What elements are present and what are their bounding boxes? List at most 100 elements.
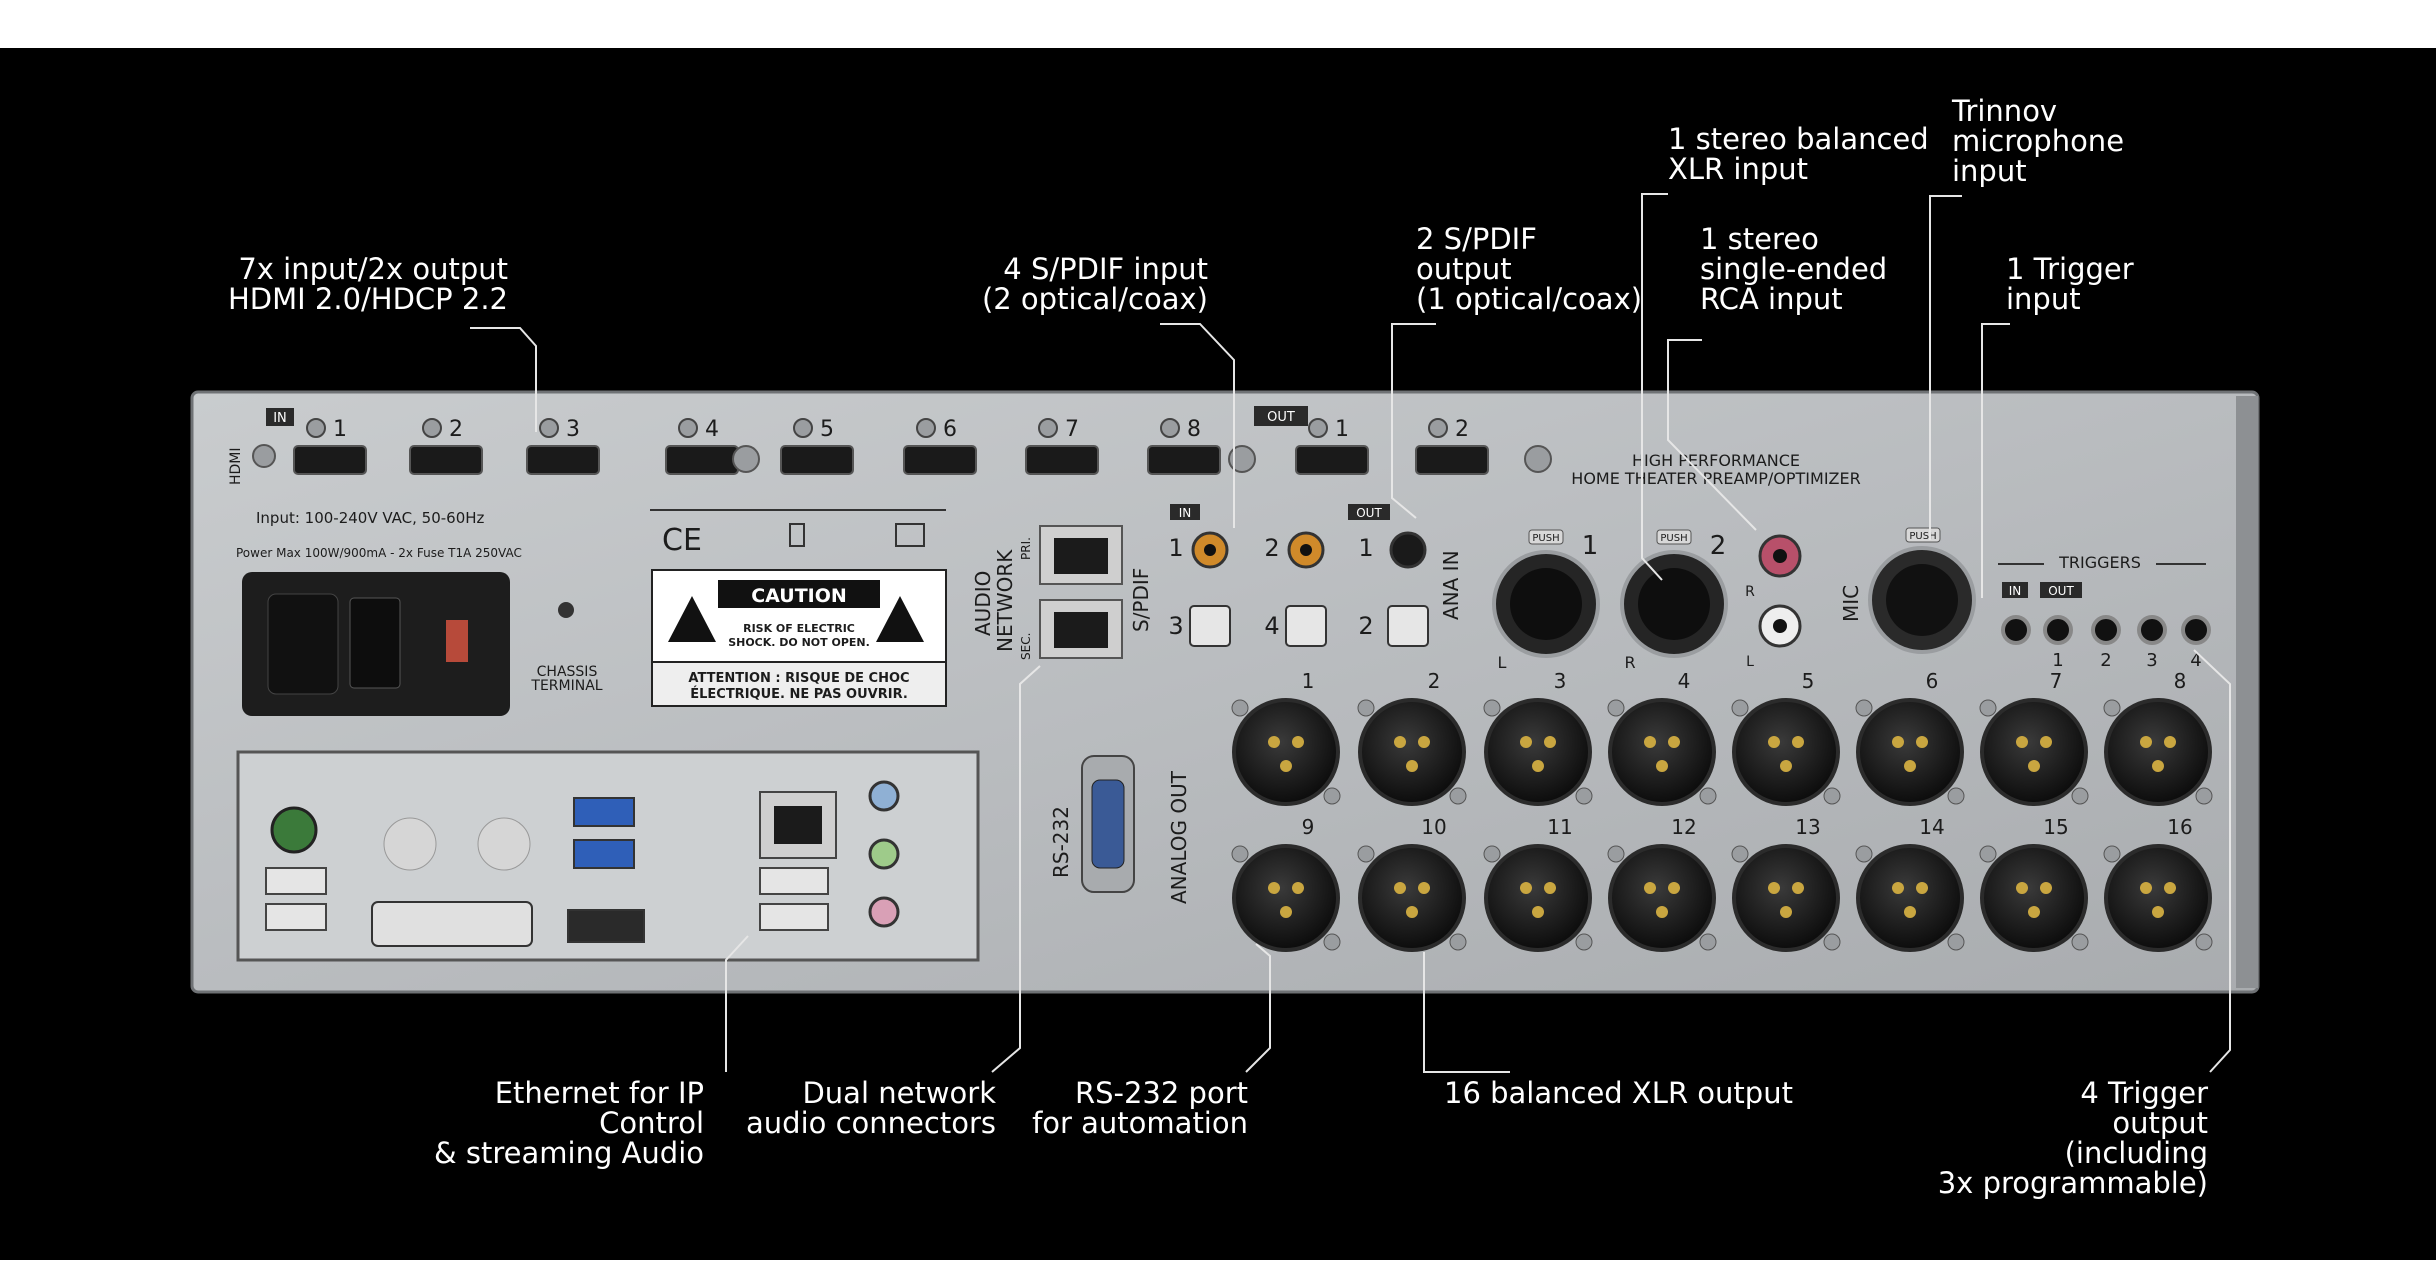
xlr-output-3[interactable] xyxy=(1484,698,1592,806)
power-switch[interactable] xyxy=(349,597,401,689)
brand-line-2: HOME THEATER PREAMP/OPTIMIZER xyxy=(1571,469,1860,488)
xlr-output-8[interactable] xyxy=(2104,698,2212,806)
xlr-pin-icon xyxy=(1780,760,1792,772)
xlr-output-10[interactable] xyxy=(1358,844,1466,952)
ps2-port[interactable] xyxy=(270,806,318,854)
usb-port[interactable] xyxy=(759,903,829,931)
screw-icon xyxy=(1575,787,1593,805)
hdmi-input-3[interactable] xyxy=(526,445,600,475)
xlr-output-11[interactable] xyxy=(1484,844,1592,952)
xlr-output-5[interactable] xyxy=(1732,698,1840,806)
screw-icon xyxy=(1575,933,1593,951)
hdmi-input-4[interactable] xyxy=(665,445,739,475)
trigger-output-1[interactable] xyxy=(2043,615,2073,645)
xlr-pin-icon xyxy=(1904,906,1916,918)
xlr-pin-icon xyxy=(2028,760,2040,772)
xlr-pin-icon xyxy=(2040,882,2052,894)
xlr-output-15[interactable] xyxy=(1980,844,2088,952)
attention-line-2: ÉLECTRIQUE. NE PAS OUVRIR. xyxy=(690,686,908,702)
xlr-output-number: 1 xyxy=(1302,669,1315,693)
callout-xlr-out: 16 balanced XLR output xyxy=(1444,1076,1793,1110)
trigger-input[interactable] xyxy=(2001,615,2031,645)
dvi-port[interactable] xyxy=(371,901,533,947)
xlr-pin-icon xyxy=(1406,906,1418,918)
xlr-output-7[interactable] xyxy=(1980,698,2088,806)
xlr-output-9[interactable] xyxy=(1232,844,1340,952)
screw-icon xyxy=(306,418,326,438)
screw-icon xyxy=(1607,845,1625,863)
xlr-output-14[interactable] xyxy=(1856,844,1964,952)
callout-mic: Trinnov microphone input xyxy=(1952,94,2125,188)
screw-icon xyxy=(1979,699,1997,717)
usb3-port[interactable] xyxy=(573,797,635,827)
rj45-icon xyxy=(1054,612,1108,648)
screw-icon xyxy=(1038,418,1058,438)
chassis-label-1: CHASSIS xyxy=(537,664,598,680)
callout-spdif-out: 2 S/PDIF output (1 optical/coax) xyxy=(1416,222,1643,316)
screw-icon xyxy=(1160,418,1180,438)
spdif-coax-output-1[interactable] xyxy=(1389,531,1427,569)
leader-dual-network xyxy=(991,665,1041,1073)
audio-jack-green[interactable] xyxy=(868,838,900,870)
leader-rs232 xyxy=(1245,943,1271,1073)
xlr-output-13[interactable] xyxy=(1732,844,1840,952)
rca-center-icon xyxy=(1300,544,1312,556)
xlr-pin-icon xyxy=(1644,736,1656,748)
xlr-output-1[interactable] xyxy=(1232,698,1340,806)
trigger-output-3[interactable] xyxy=(2137,615,2167,645)
audio-jack-pink[interactable] xyxy=(868,896,900,928)
xlr-pin-icon xyxy=(1394,882,1406,894)
push-tab[interactable] xyxy=(1528,529,1564,545)
hdmi-input-7[interactable] xyxy=(1025,445,1099,475)
xlr-output-2[interactable] xyxy=(1358,698,1466,806)
hdmi-input-1[interactable] xyxy=(293,445,367,475)
spdif-out-badge: OUT xyxy=(1356,506,1382,520)
trigger-out-badge: OUT xyxy=(2048,584,2074,598)
hdmi-input-8[interactable] xyxy=(1147,445,1221,475)
xlr-pin-icon xyxy=(2152,906,2164,918)
xlr-output-12[interactable] xyxy=(1608,844,1716,952)
usb-port[interactable] xyxy=(265,903,327,931)
xlr-output-number: 2 xyxy=(1428,669,1441,693)
xlr-pin-icon xyxy=(1668,736,1680,748)
usb-port[interactable] xyxy=(759,867,829,895)
fuse-holder[interactable] xyxy=(446,620,468,662)
xlr-push-label: PUSH xyxy=(1660,533,1687,544)
trigger-output-2[interactable] xyxy=(2091,615,2121,645)
rj45-icon xyxy=(774,806,822,844)
push-tab[interactable] xyxy=(1656,529,1692,545)
trigger-output-4[interactable] xyxy=(2181,615,2211,645)
hdmi-input-2[interactable] xyxy=(409,445,483,475)
xlr-pin-icon xyxy=(1292,882,1304,894)
xlr-channel-label: L xyxy=(1498,653,1507,672)
hdmi-output-1[interactable] xyxy=(1295,445,1369,475)
xlr-output-4[interactable] xyxy=(1608,698,1716,806)
hdmi-input-number: 1 xyxy=(333,417,347,442)
hdmi-port[interactable] xyxy=(567,909,645,943)
xlr-pin-icon xyxy=(1520,882,1532,894)
rca-center-icon xyxy=(1773,549,1787,563)
usb-port[interactable] xyxy=(265,867,327,895)
audio-jack-blue[interactable] xyxy=(868,780,900,812)
spdif-optical-input-3[interactable] xyxy=(1189,605,1231,647)
spdif-optical-output-2[interactable] xyxy=(1387,605,1429,647)
xlr-pin-icon xyxy=(1916,736,1928,748)
screw-icon xyxy=(2071,933,2089,951)
xlr-output-number: 16 xyxy=(2167,815,2192,839)
push-tab[interactable] xyxy=(1905,527,1941,543)
xlr-output-16[interactable] xyxy=(2104,844,2212,952)
callout-hdmi: 7x input/2x output HDMI 2.0/HDCP 2.2 xyxy=(227,252,508,316)
xlr-output-number: 10 xyxy=(1421,815,1446,839)
usb3-port[interactable] xyxy=(573,839,635,869)
hdmi-output-2[interactable] xyxy=(1415,445,1489,475)
hdmi-input-5[interactable] xyxy=(780,445,854,475)
xlr-output-number: 12 xyxy=(1671,815,1696,839)
spdif-optical-input-4[interactable] xyxy=(1285,605,1327,647)
spdif-in-coax-number: 1 xyxy=(1168,534,1183,562)
xlr-output-number: 9 xyxy=(1302,815,1315,839)
hdmi-input-6[interactable] xyxy=(903,445,977,475)
xlr-output-6[interactable] xyxy=(1856,698,1964,806)
leader-rca-in xyxy=(1667,339,1757,531)
